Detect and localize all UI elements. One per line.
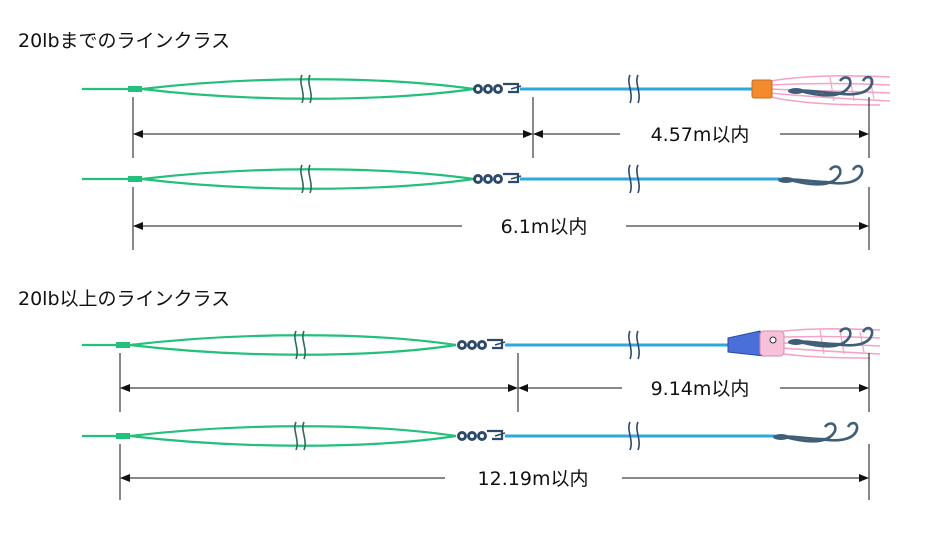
rig-3: 9.14m以内	[82, 326, 881, 412]
section-title-over-20lb: 20lb以上のラインクラス	[18, 288, 231, 310]
rig-2: 6.1m以内	[82, 164, 870, 250]
leader-line-3	[505, 330, 728, 360]
orange-skirt-lure-icon	[751, 75, 891, 106]
dimension-label-4: 12.19m以内	[478, 468, 589, 490]
swivel-icon	[471, 82, 523, 96]
main-line-double-1	[82, 74, 475, 104]
hooks-icon	[776, 164, 864, 186]
leader-line-4	[505, 421, 775, 451]
dimension-label-3: 9.14m以内	[651, 378, 750, 400]
hooks-icon	[771, 421, 859, 443]
blue-head-squid-lure-icon	[727, 326, 881, 359]
swivel-icon	[455, 338, 507, 352]
dimension-label-1: 4.57m以内	[651, 124, 750, 146]
leader-line-1	[520, 74, 752, 104]
rig-1: 4.57m以内	[82, 74, 891, 158]
rig-4: 12.19m以内	[82, 421, 870, 500]
leader-line-2	[520, 164, 780, 194]
swivel-icon	[471, 172, 523, 186]
section-title-under-20lb: 20lbまでのラインクラス	[18, 30, 231, 52]
swivel-icon	[455, 429, 507, 443]
main-line-double-3	[82, 330, 457, 360]
main-line-double-4	[82, 421, 457, 451]
dimension-label-2: 6.1m以内	[501, 216, 588, 238]
main-line-double-2	[82, 164, 475, 194]
